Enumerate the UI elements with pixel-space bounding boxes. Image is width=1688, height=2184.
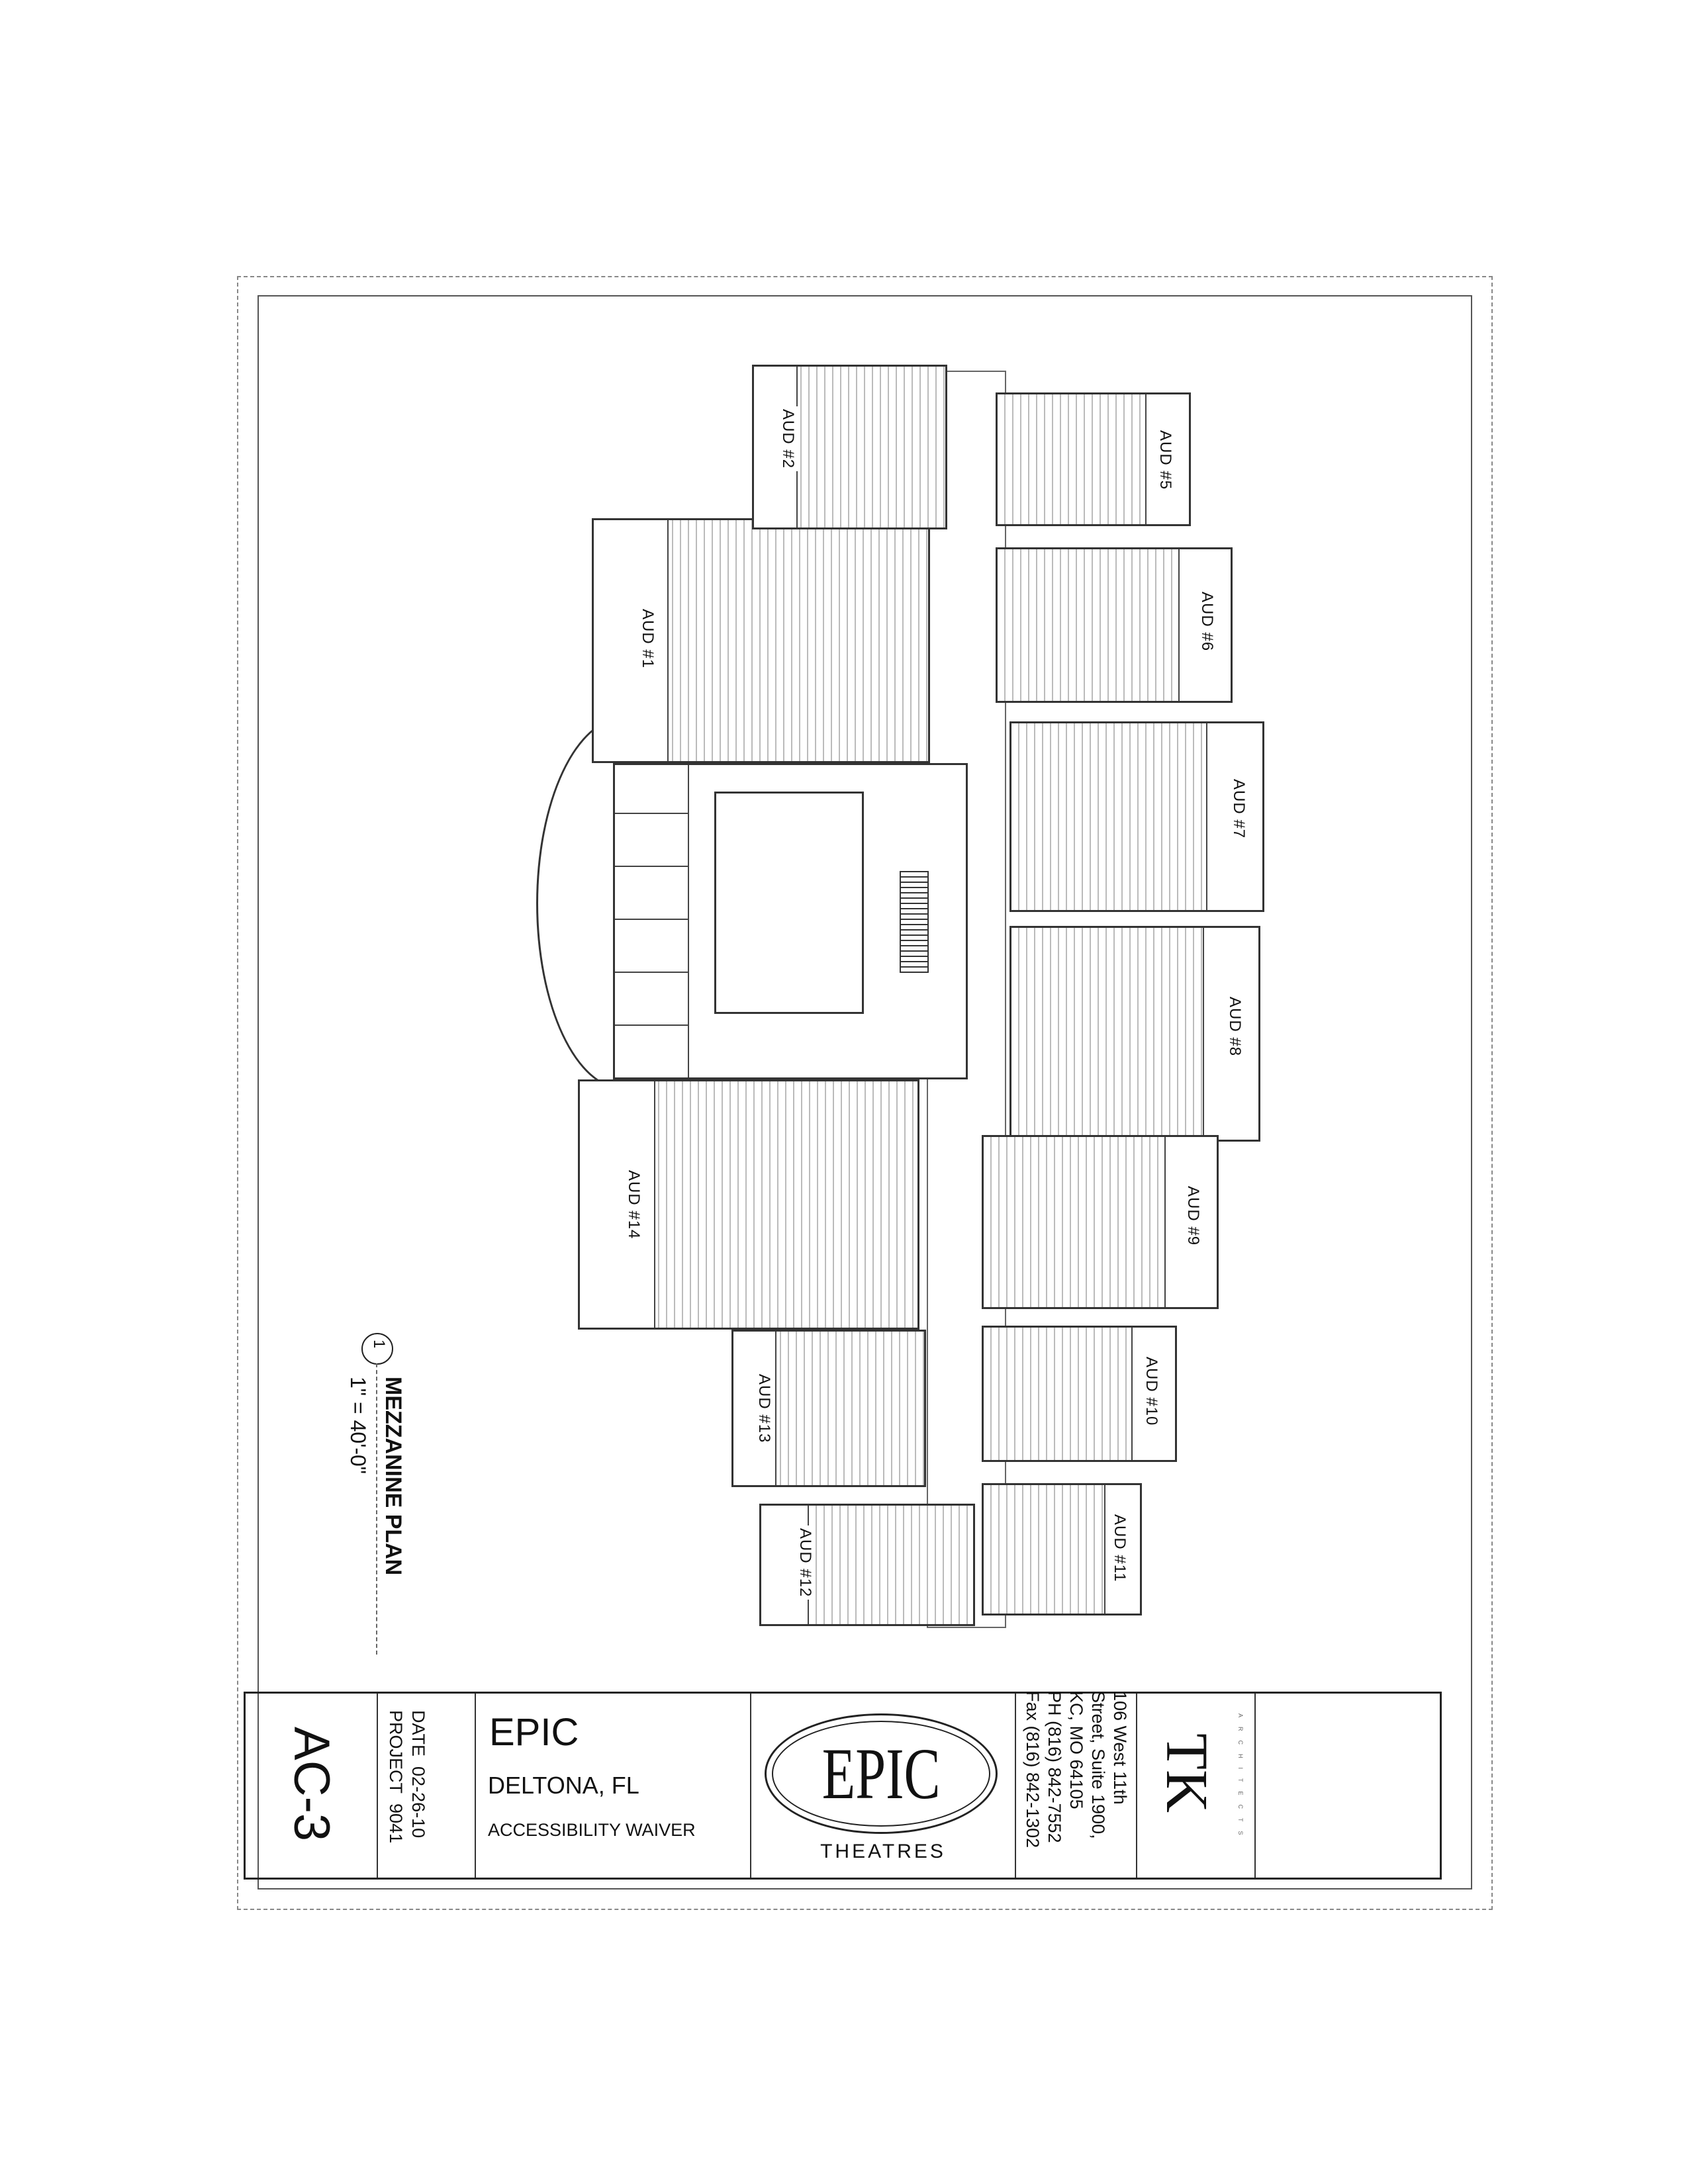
phone-line: PH (816) 842-7552 [1045, 1691, 1064, 1843]
sheet-outer-border [237, 276, 1493, 1910]
architect-logo-cell: TK ARCHITECTS [1137, 1694, 1256, 1878]
date-value: 02-26-10 [408, 1766, 428, 1839]
auditorium-label: AUD #14 [623, 1167, 644, 1242]
auditorium-label: AUD #7 [1228, 776, 1249, 842]
auditorium-9: AUD #9 [982, 1135, 1219, 1309]
tk-logo-subtitle: ARCHITECTS [1237, 1713, 1244, 1844]
plan-title: MEZZANINE PLAN [381, 1377, 406, 1576]
sheet-number-cell: AC-3 [246, 1694, 378, 1878]
address-line: KC, MO 64105 [1066, 1691, 1086, 1809]
title-underline [376, 1363, 377, 1655]
project-location: DELTONA, FL [488, 1772, 639, 1799]
project-label: PROJECT [386, 1710, 406, 1794]
auditorium-label: AUD #2 [777, 406, 798, 472]
project-value: 9041 [386, 1803, 406, 1844]
tk-logo: TK [1154, 1733, 1219, 1813]
auditorium-label: AUD #6 [1196, 589, 1217, 655]
auditorium-label: AUD #13 [753, 1371, 774, 1446]
plan-scale: 1" = 40'-0" [346, 1377, 370, 1475]
sheet-inner-border [258, 295, 1472, 1889]
detail-number: 1 [370, 1340, 388, 1349]
auditorium-1: AUD #1 [592, 518, 930, 763]
auditorium-label: AUD #1 [637, 606, 658, 672]
client-logo-cell: EPIC THEATRES [751, 1694, 1016, 1878]
concession-area [714, 792, 864, 1014]
auditorium-10: AUD #10 [982, 1326, 1177, 1462]
auditorium-14: AUD #14 [578, 1079, 919, 1330]
auditorium-12: AUD #12 [759, 1504, 975, 1626]
auditorium-6: AUD #6 [996, 547, 1233, 703]
title-block: AC-3 DATE 02-26-10 PROJECT 9041 EPIC DEL… [244, 1691, 1442, 1880]
auditorium-label: AUD #10 [1141, 1354, 1162, 1429]
auditorium-13: AUD #13 [731, 1330, 926, 1487]
epic-logo-subtitle: THEATRES [820, 1841, 946, 1862]
stair [900, 871, 929, 973]
auditorium-label: AUD #11 [1109, 1512, 1130, 1585]
auditorium-2: AUD #2 [752, 365, 947, 529]
fax-line: Fax (816) 842-1302 [1023, 1691, 1043, 1848]
architect-address-cell: 106 West 11th Street, Suite 1900, KC, MO… [1016, 1691, 1137, 1878]
detail-number-circle: 1 [361, 1333, 393, 1365]
auditorium-5: AUD #5 [996, 392, 1191, 526]
blank-stamp-cell [1256, 1694, 1440, 1878]
sheet-number: AC-3 [283, 1727, 340, 1842]
auditorium-label: AUD #8 [1224, 994, 1245, 1060]
date-project-text: DATE 02-26-10 PROJECT 9041 [385, 1710, 430, 1843]
address-line: Street, Suite 1900, [1088, 1691, 1108, 1839]
architect-address: 106 West 11th Street, Suite 1900, KC, MO… [1021, 1691, 1131, 1848]
auditorium-11: AUD #11 [982, 1483, 1142, 1615]
sheet-description: ACCESSIBILITY WAIVER [488, 1820, 696, 1840]
auditorium-label: AUD #5 [1154, 428, 1176, 493]
project-name: EPIC [489, 1711, 579, 1754]
address-line: 106 West 11th [1110, 1691, 1130, 1805]
auditorium-8: AUD #8 [1009, 926, 1260, 1142]
auditorium-label: AUD #12 [794, 1525, 816, 1600]
date-label: DATE [408, 1710, 428, 1757]
date-project-cell: DATE 02-26-10 PROJECT 9041 [378, 1694, 476, 1878]
entry-vestibules [615, 765, 689, 1077]
project-info-cell: EPIC DELTONA, FL ACCESSIBILITY WAIVER [476, 1694, 751, 1878]
epic-logo-text: EPIC [821, 1733, 941, 1814]
lobby-core [613, 763, 968, 1079]
auditorium-label: AUD #9 [1182, 1183, 1203, 1249]
auditorium-7: AUD #7 [1009, 721, 1264, 912]
epic-logo-ellipse: EPIC [765, 1713, 998, 1834]
